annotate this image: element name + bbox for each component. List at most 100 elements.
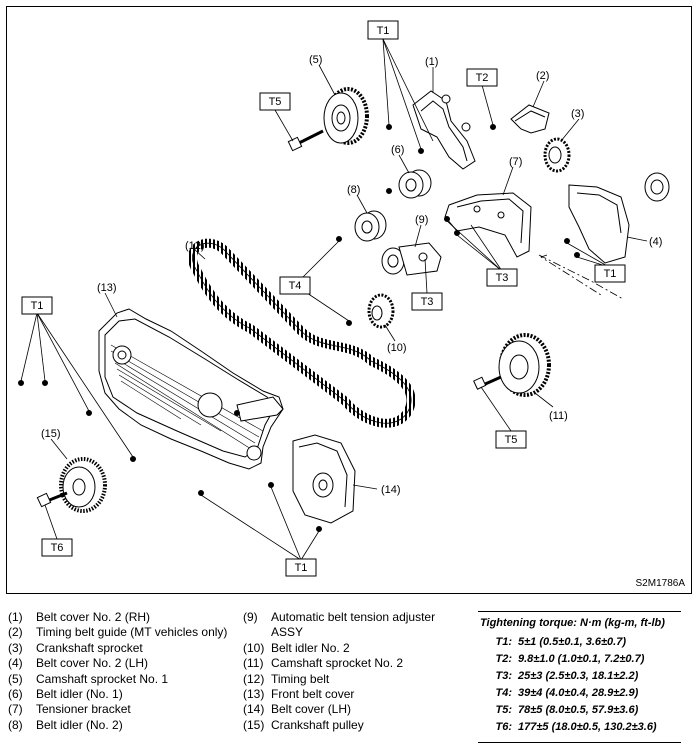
torque-row: T5: 78±5 (8.0±0.5, 57.9±3.6): [492, 704, 639, 716]
torque-code: T5:: [495, 704, 513, 716]
callout-11: (11): [549, 410, 568, 422]
torque-value: 177±5 (18.0±0.5, 130.2±3.6): [518, 721, 657, 733]
legend-number: (14): [243, 702, 265, 717]
torque-row: T2: 9.8±1.0 (1.0±0.1, 7.2±0.7): [492, 653, 645, 665]
torque-code: T1:: [495, 636, 513, 648]
legend-text: Tensioner bracket: [36, 702, 131, 717]
svg-text:T1: T1: [377, 25, 390, 37]
legend-left: (1)Belt cover No. 2 (RH)(2) Timing belt g…: [8, 610, 240, 733]
legend-text: Timing belt: [271, 671, 330, 686]
tag-t5-bottom: T5: [495, 430, 527, 449]
torque-row: T3:25±3 (2.5±0.3, 18.1±2.2): [492, 670, 639, 682]
tag-t5-top: T5: [259, 92, 291, 111]
phantom-lines: [538, 254, 624, 300]
callout-9: (9): [415, 214, 428, 226]
legend-middle: (9)Automatic belt tension adjuster ASSY(…: [243, 610, 455, 733]
timing-belt-guide: [510, 104, 550, 134]
svg-text:T6: T6: [51, 542, 64, 554]
legend-text: Belt idler No. 2: [271, 640, 350, 655]
torque-value: 78±5 (8.0±0.5, 57.9±3.6): [518, 704, 639, 716]
legend-text: Belt cover (LH): [271, 702, 352, 717]
tag-t1-top: T1: [367, 20, 399, 40]
legend-item: (4) Belt cover No. 2 (LH): [8, 656, 240, 671]
legend-number: (10): [243, 640, 265, 655]
crankshaft-sprocket: [543, 137, 571, 173]
crankshaft-pulley: [36, 457, 107, 513]
torque-value: 9.8±1.0 (1.0±0.1, 7.2±0.7): [518, 653, 645, 665]
legend-number: (4): [8, 656, 23, 671]
legend-text: Camshaft sprocket No. 1: [36, 671, 169, 686]
callout-5: (5): [309, 54, 322, 66]
svg-text:T4: T4: [289, 280, 302, 292]
svg-text:T2: T2: [476, 72, 489, 84]
timing-belt: [188, 238, 416, 428]
auto-tension-adjuster: [381, 242, 442, 276]
torque-value: 5±1 (0.5±0.1, 3.6±0.7): [518, 636, 627, 648]
exploded-diagram: T1 T2 T5 T4 T3 T3 T1 T1: [6, 6, 692, 594]
belt-cover-2-rh: [412, 90, 476, 170]
legend-text: Front belt cover: [271, 687, 355, 702]
legend-item: (9)Automatic belt tension adjuster ASSY: [243, 610, 455, 641]
legend-text: Crankshaft pulley: [271, 717, 364, 732]
callout-15: (15): [41, 428, 61, 440]
legend-item: (13) Front belt cover: [243, 687, 455, 702]
legend-number: (11): [243, 656, 264, 671]
callout-7: (7): [509, 156, 522, 168]
legend-number: (12): [243, 671, 265, 686]
legend-text: Belt cover No. 2 (RH): [36, 610, 151, 624]
torque-code: T4:: [495, 687, 513, 699]
belt-cover-lh: [292, 434, 356, 524]
svg-text:T3: T3: [421, 296, 434, 308]
callout-3: (3): [571, 108, 584, 120]
callout-14: (14): [381, 484, 401, 496]
legend-number: (3): [8, 640, 23, 655]
tag-t2: T2: [466, 68, 498, 87]
torque-row: T1: 5±1 (0.5±0.1, 3.6±0.7): [492, 636, 627, 648]
torque-value: 25±3 (2.5±0.3, 18.1±2.2): [518, 670, 639, 682]
tag-t3-left: T3: [411, 292, 443, 311]
legend-text: Camshaft sprocket No. 2: [271, 656, 404, 671]
callout-10: (10): [387, 342, 407, 354]
legend-item: (11) Camshaft sprocket No. 2: [243, 656, 455, 671]
belt-idler-1: [398, 169, 432, 199]
legend-item: (1)Belt cover No. 2 (RH): [8, 610, 240, 625]
leader-lines: [20, 38, 648, 561]
torque-title: Tightening torque: N·m (kg-m, ft-lb): [480, 617, 665, 629]
legend-item: (3)Crankshaft sprocket: [8, 641, 240, 656]
svg-text:T1: T1: [604, 268, 617, 280]
legend-number: (8): [8, 717, 23, 732]
legend-text: Belt cover No. 2 (LH): [36, 656, 149, 671]
legend-number: (2): [8, 625, 23, 640]
legend-item: (7) Tensioner bracket: [8, 702, 240, 717]
tag-t6: T6: [41, 538, 73, 557]
legend-text: Timing belt guide (MT vehicles only): [36, 625, 228, 640]
callout-12: (12): [185, 240, 205, 252]
tag-t4: T4: [279, 276, 311, 295]
svg-text:T1: T1: [295, 562, 308, 574]
legend-item: (15) Crankshaft pulley: [243, 718, 455, 733]
torque-row: T6:177±5 (18.0±0.5, 130.2±3.6): [492, 721, 657, 733]
svg-text:T5: T5: [269, 96, 282, 108]
legend-item: (5)Camshaft sprocket No. 1: [8, 672, 240, 687]
tag-t1-right: T1: [594, 264, 626, 283]
legend-number: (15): [243, 717, 265, 732]
legend-item: (10) Belt idler No. 2: [243, 641, 455, 656]
camshaft-sprocket-1: [323, 87, 369, 145]
legend-text: Belt idler (No. 1): [36, 687, 123, 702]
torque-code: T2:: [495, 653, 513, 665]
legend-item: (2) Timing belt guide (MT vehicles only): [8, 625, 240, 640]
legend-number: (13): [243, 687, 265, 702]
tag-t1-bottom: T1: [285, 558, 317, 577]
svg-text:T5: T5: [505, 434, 518, 446]
tag-t3-right: T3: [486, 268, 518, 287]
callout-2: (2): [536, 70, 549, 82]
torque-row: T4:39±4 (4.0±0.4, 28.9±2.9): [492, 687, 639, 699]
legend-number: (7): [8, 702, 23, 717]
callout-labels: (1) (2) (3) (4) (5) (6) (7) (8) (9) (10)…: [41, 54, 662, 496]
belt-idler-2-upper: [354, 210, 387, 242]
callout-1: (1): [425, 56, 438, 68]
svg-text:T1: T1: [31, 300, 44, 312]
legend-number: (9): [243, 610, 258, 624]
legend-number: (6): [8, 687, 23, 702]
torque-table: Tightening torque: N·m (kg-m, ft-lb) T1:…: [478, 611, 681, 743]
